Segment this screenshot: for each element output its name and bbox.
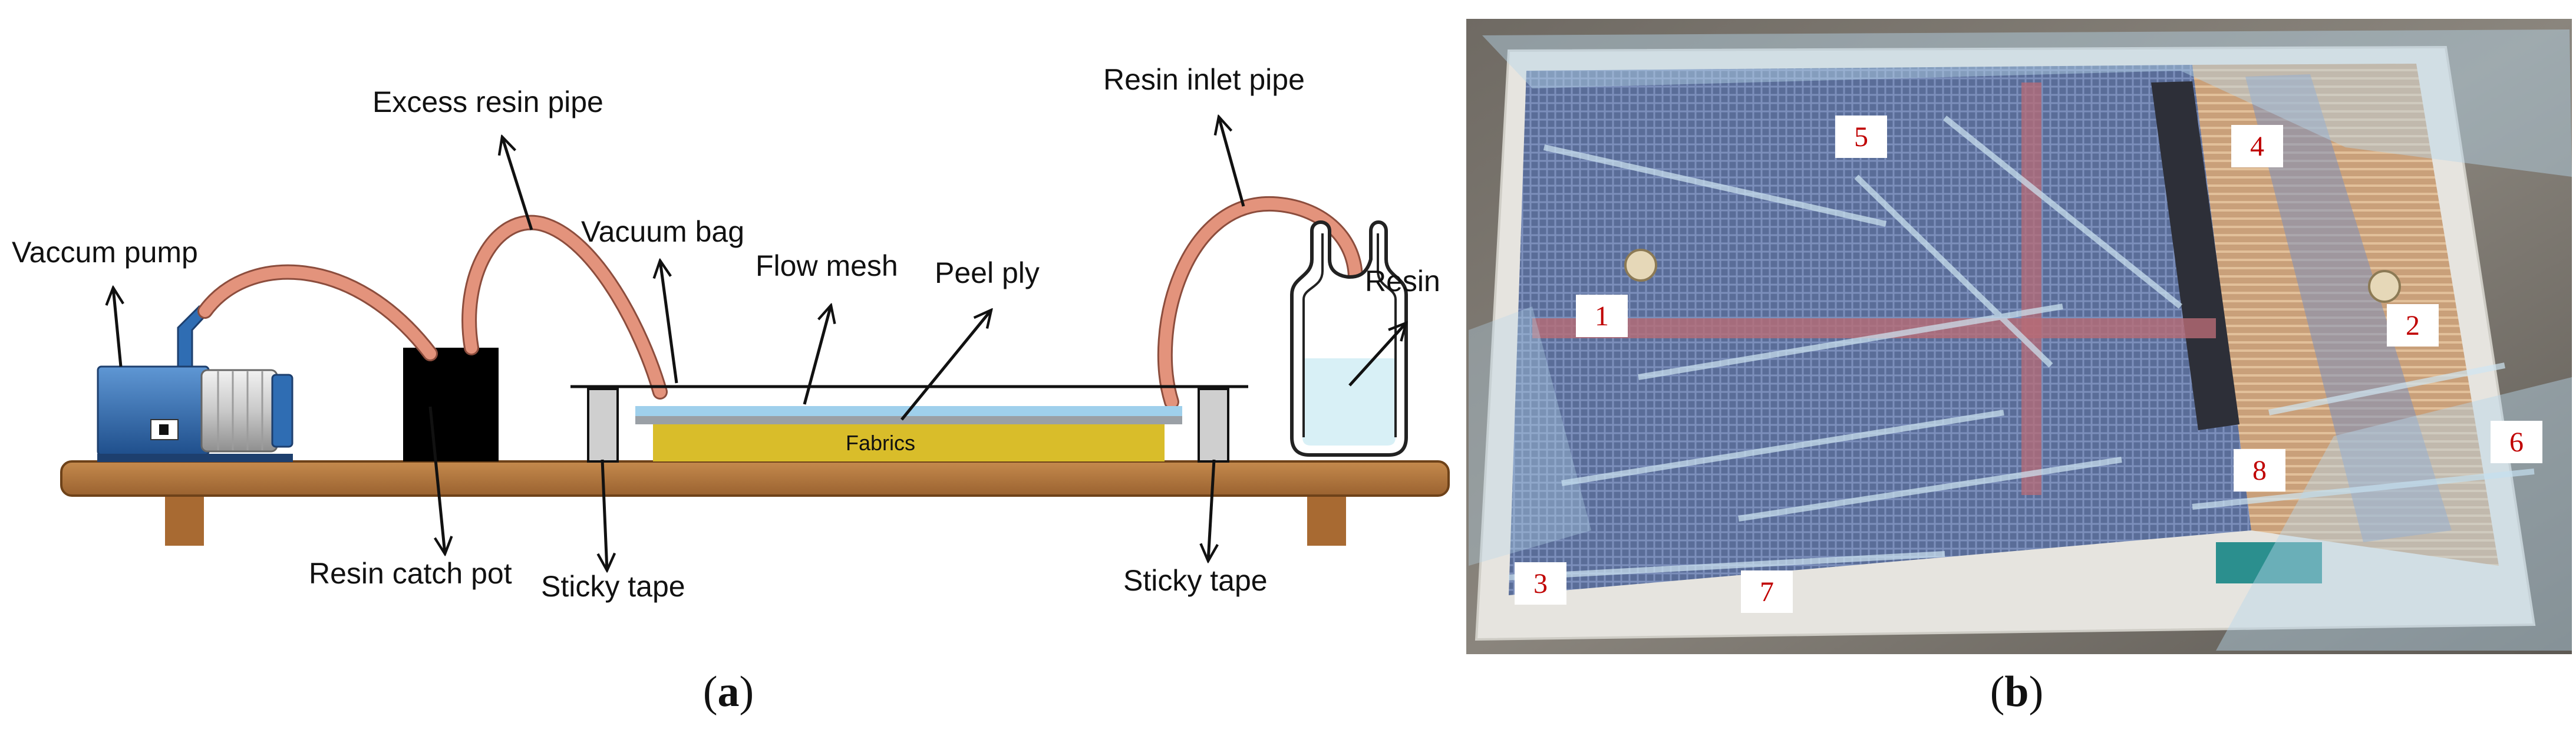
resin-catch-pot-label: Resin catch pot: [309, 557, 512, 590]
panel-b-caption: (b): [1990, 668, 2043, 716]
marker-1: 1: [1576, 295, 1628, 337]
svg-text:4: 4: [2250, 131, 2264, 162]
svg-text:7: 7: [1760, 576, 1774, 608]
vacuum-pump-label: Vaccum pump: [12, 236, 198, 269]
panel-a-schematic: Fabrics Vaccum pump Excess resin pipe Va…: [12, 63, 1450, 716]
marker-3: 3: [1515, 562, 1566, 605]
sticky-tape-left-label: Sticky tape: [541, 570, 685, 603]
marker-6: 6: [2491, 421, 2542, 463]
marker-8: 8: [2234, 449, 2285, 492]
fabrics-label: Fabrics: [846, 431, 915, 455]
panel-b-photo: 1 2 3 4 5 6 7 8 (b): [1466, 19, 2572, 716]
vacuum-bag-layup: Fabrics: [570, 385, 1248, 463]
marker-2: 2: [2387, 304, 2439, 347]
resin-inlet-pipe-label: Resin inlet pipe: [1103, 63, 1305, 96]
svg-text:6: 6: [2509, 427, 2524, 458]
sticky-tape-right-label: Sticky tape: [1123, 564, 1268, 597]
peel-ply-label: Peel ply: [935, 256, 1040, 289]
vacuum-bag-label: Vacuum bag: [581, 215, 744, 248]
panel-a-caption: (a): [703, 668, 754, 716]
vacuum-pump-icon: [97, 305, 293, 456]
svg-text:2: 2: [2406, 310, 2420, 341]
marker-7: 7: [1741, 570, 1793, 613]
resin-catch-pot: [403, 348, 499, 461]
marker-5: 5: [1835, 116, 1887, 158]
excess-resin-pipe-label: Excess resin pipe: [372, 85, 603, 118]
marker-4: 4: [2231, 125, 2283, 167]
svg-text:3: 3: [1533, 568, 1548, 599]
svg-text:8: 8: [2252, 455, 2267, 486]
pump-base: [97, 454, 293, 462]
flow-mesh-label: Flow mesh: [756, 249, 898, 282]
pipes: [197, 196, 1363, 410]
wooden-table: [60, 460, 1450, 546]
svg-text:5: 5: [1854, 121, 1868, 153]
resin-label: Resin: [1365, 265, 1440, 298]
svg-text:1: 1: [1595, 301, 1609, 332]
resin-flask-icon: [1290, 220, 1408, 457]
